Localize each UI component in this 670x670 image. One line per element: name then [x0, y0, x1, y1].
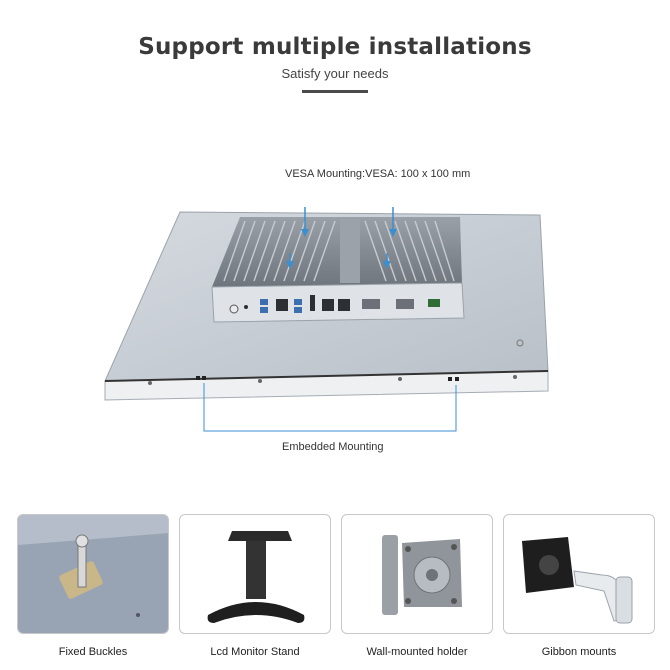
page-subtitle: Satisfy your needs: [281, 66, 389, 81]
lcd-monitor-stand-label: Lcd Monitor Stand: [210, 646, 300, 658]
vesa-mounting-label: VESA Mounting:VESA: 100 x 100 mm: [285, 168, 471, 180]
wall-mounted-holder-label: Wall-mounted holder: [366, 646, 468, 658]
vesa-arrows: [286, 207, 397, 269]
page-title: Support multiple installations: [138, 34, 532, 60]
fixed-buckles-label: Fixed Buckles: [58, 646, 128, 658]
wall-mounted-holder-card: [341, 514, 493, 634]
title-underline: [302, 90, 368, 93]
gibbon-mounts-label: Gibbon mounts: [541, 646, 617, 658]
fixed-buckles-card: [17, 514, 169, 634]
embedded-mounting-label: Embedded Mounting: [282, 441, 384, 453]
panel-pc-back-view: [104, 207, 549, 432]
gibbon-mounts-card: [503, 514, 655, 634]
lcd-monitor-stand-card: [179, 514, 331, 634]
embedded-connector-lines: [203, 383, 457, 432]
heatsink: [212, 217, 462, 287]
